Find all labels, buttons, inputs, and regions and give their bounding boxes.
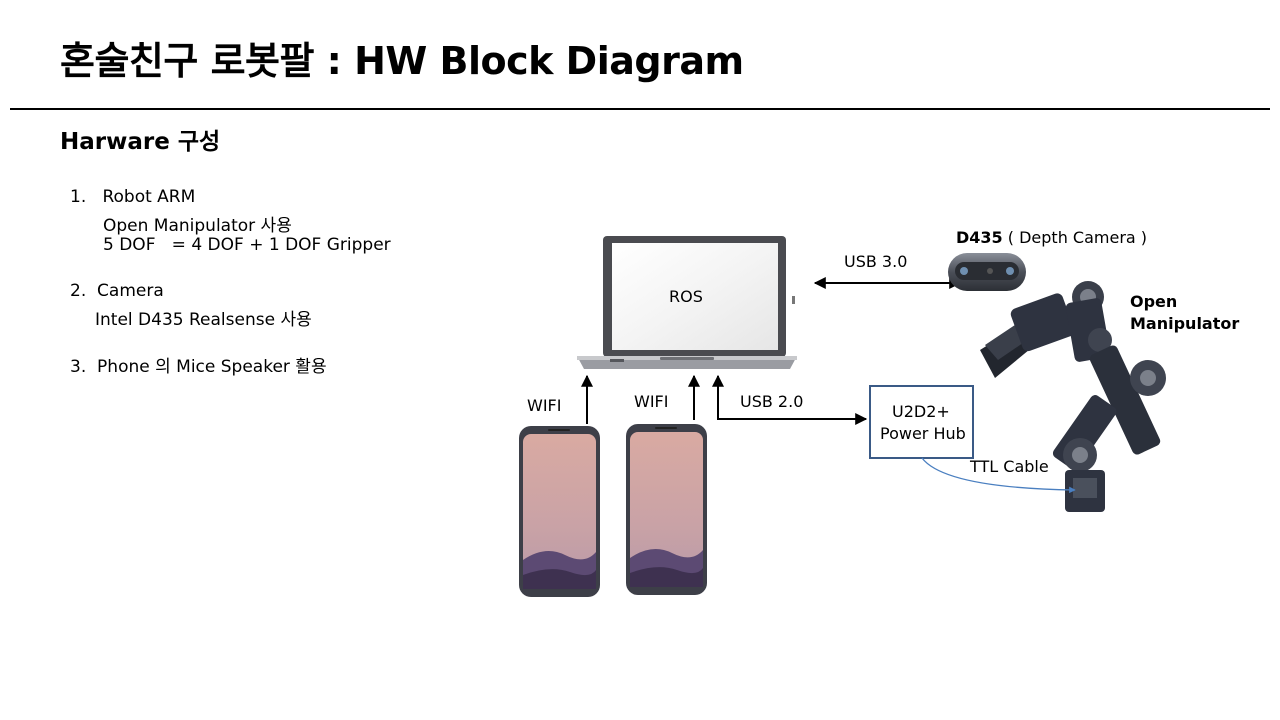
wifi-label: WIFI <box>527 396 562 415</box>
smartphone-icon <box>626 424 707 595</box>
list-item-1-number: 1. <box>70 187 87 207</box>
laptop-icon <box>577 236 797 369</box>
list-item-3-title: Phone 의 Mice Speaker 활용 <box>97 357 327 377</box>
usb20-label: USB 2.0 <box>740 392 804 411</box>
laptop-label: ROS <box>669 287 703 306</box>
camera-name: D435 <box>956 228 1003 247</box>
camera-desc: ( Depth Camera ) <box>1007 228 1148 247</box>
robot-arm-icon <box>980 281 1166 512</box>
list-item-1-detail: Open Manipulator 사용 <box>103 216 292 236</box>
list-item-2-heading: 2. Camera <box>70 281 164 301</box>
usb30-label: USB 3.0 <box>844 252 908 271</box>
hub-label-line2: Power Hub <box>880 424 966 443</box>
list-item-1-title: Robot ARM <box>102 187 196 207</box>
wifi-label: WIFI <box>634 392 669 411</box>
hub-label-line1: U2D2+ <box>892 402 950 421</box>
title-divider <box>10 108 1270 110</box>
smartphone-icon <box>519 426 600 597</box>
list-item-2-detail: Intel D435 Realsense 사용 <box>95 310 312 330</box>
usb20-connection <box>712 374 868 425</box>
depth-camera-icon <box>948 253 1026 291</box>
section-heading: Harware 구성 <box>60 129 221 155</box>
u2d2-power-hub-box <box>869 385 974 459</box>
list-item-3-heading: 3. Phone 의 Mice Speaker 활용 <box>70 352 327 377</box>
ttl-cable-label: TTL Cable <box>970 457 1049 476</box>
page-title: 혼술친구 로봇팔 : HW Block Diagram <box>60 39 744 83</box>
list-item-3-number: 3. <box>70 357 87 377</box>
list-item-2-title: Camera <box>97 281 164 301</box>
manipulator-label-line1: Open <box>1130 292 1178 311</box>
camera-label: D435 ( Depth Camera ) <box>956 228 1147 247</box>
manipulator-label-line2: Manipulator <box>1130 314 1240 333</box>
list-item-2-number: 2. <box>70 281 87 301</box>
ttl-cable-line <box>921 457 1076 494</box>
list-item-1-detail: 5 DOF = 4 DOF + 1 DOF Gripper <box>103 235 391 255</box>
list-item-1-heading: 1. Robot ARM <box>70 187 195 207</box>
